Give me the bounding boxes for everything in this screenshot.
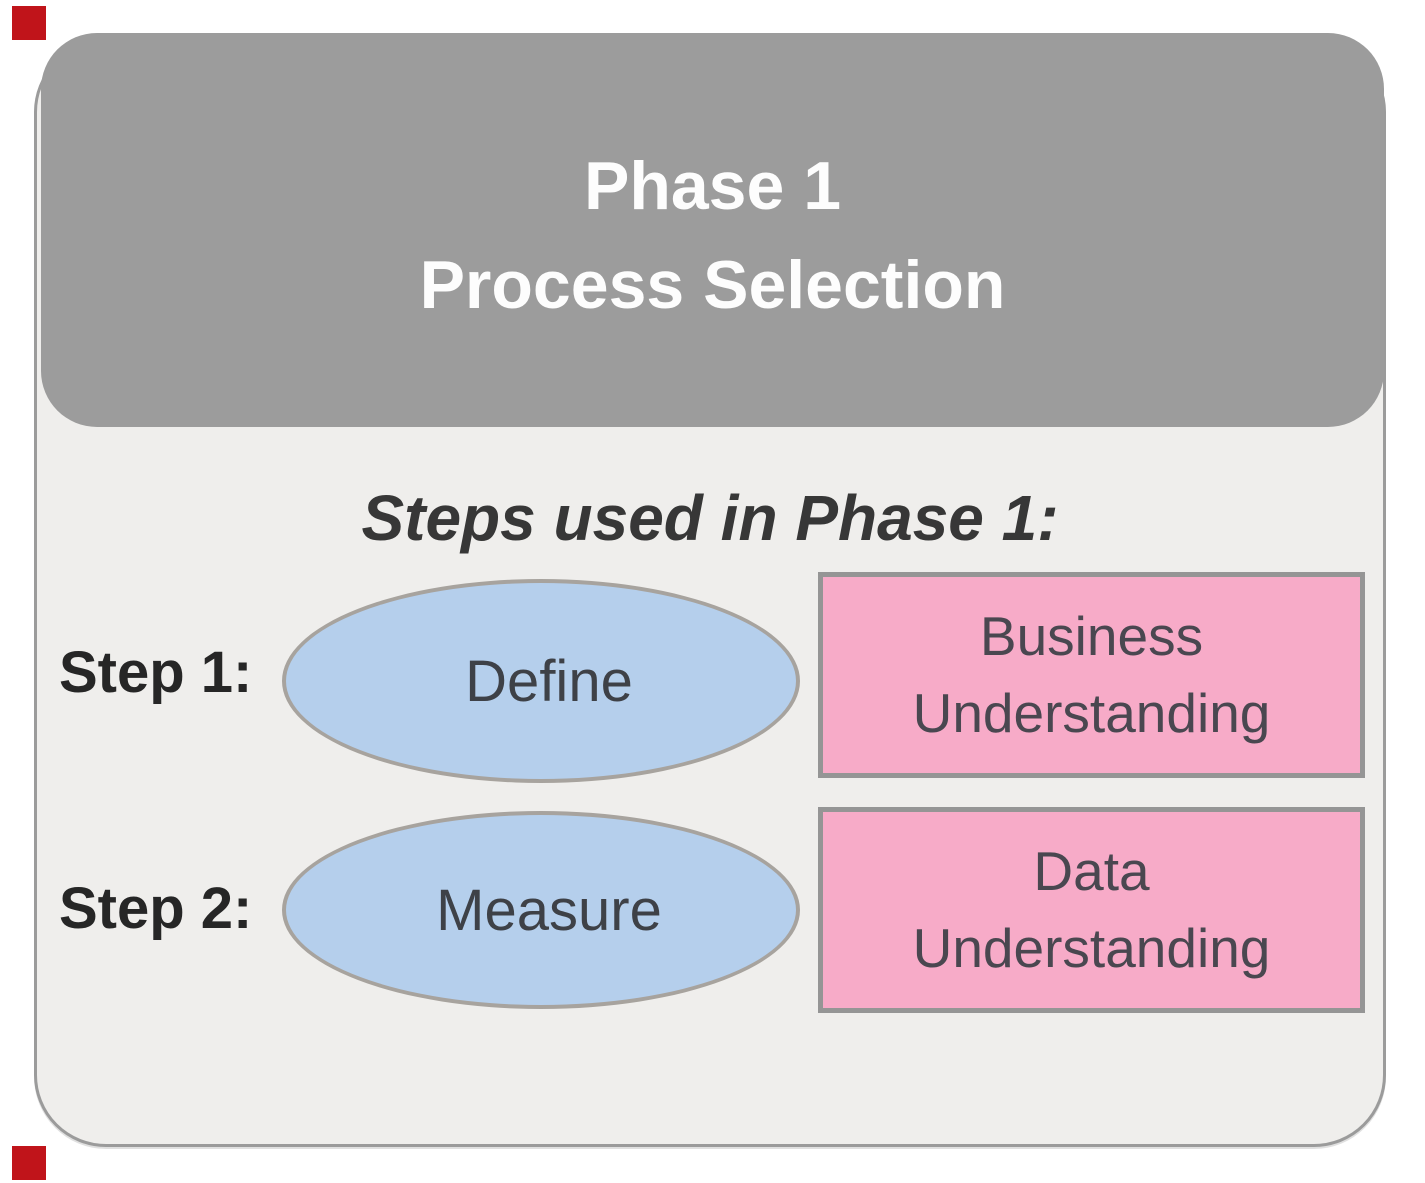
step1-box-line2: Understanding (912, 682, 1271, 744)
phase-header: Phase 1 Process Selection (41, 33, 1384, 427)
phase-header-title-line2: Process Selection (419, 247, 1006, 323)
step2-box-line2: Understanding (912, 917, 1271, 979)
step2-label: Step 2: (59, 876, 253, 941)
step2-ellipse-label: Measure (436, 877, 662, 943)
step1-understanding-box: Business Understanding (818, 572, 1365, 778)
red-corner-marker-bottom-left (12, 1146, 46, 1180)
step1-ellipse-label: Define (465, 648, 633, 714)
step1-ellipse: Define (282, 579, 800, 783)
step2-ellipse: Measure (282, 811, 800, 1009)
steps-title: Steps used in Phase 1: (361, 482, 1059, 554)
red-corner-marker-top-left (12, 6, 46, 40)
phase-header-title-line1: Phase 1 (583, 148, 842, 224)
step2-box-line1: Data (1033, 840, 1150, 902)
step1-box-line1: Business (979, 605, 1204, 667)
step2-understanding-box: Data Understanding (818, 807, 1365, 1013)
step1-label: Step 1: (59, 640, 253, 705)
